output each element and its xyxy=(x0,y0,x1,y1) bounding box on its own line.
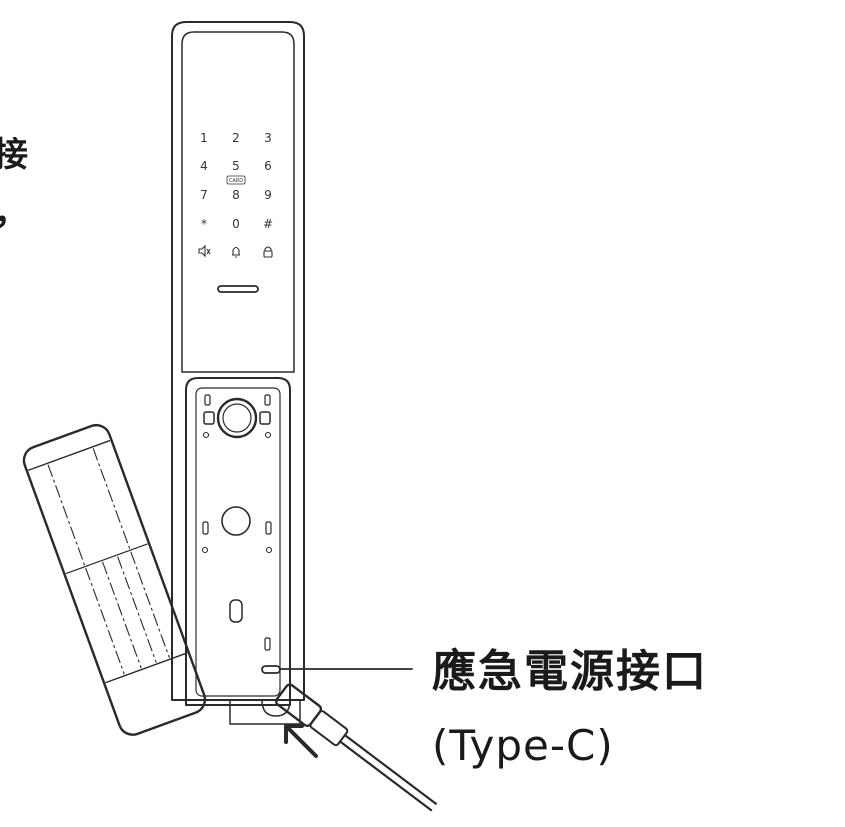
screw-slot xyxy=(204,394,211,406)
callout-title: 應急電源接口 xyxy=(432,646,708,697)
screw-hole xyxy=(264,431,272,439)
spindle-hole xyxy=(221,506,251,536)
keypad-key-star: * xyxy=(201,217,207,231)
keypad-key-4: 4 xyxy=(200,159,208,173)
insert-arrow-head xyxy=(284,724,304,744)
keypad-key-1: 1 xyxy=(200,131,208,145)
keypad-key-8: 8 xyxy=(232,188,240,202)
lock-body-outline xyxy=(171,21,305,701)
cropped-text-char: 接 xyxy=(0,135,28,175)
type-c-plug xyxy=(274,683,438,812)
screw-hole xyxy=(201,546,209,554)
lock-knob xyxy=(216,397,258,439)
mute-icon xyxy=(198,244,206,258)
lock-base xyxy=(229,699,301,725)
keypad-key-hash: # xyxy=(263,217,273,231)
keypad-key-6: 6 xyxy=(264,159,272,173)
back-plate xyxy=(185,377,291,706)
keypad-key-3: 3 xyxy=(264,131,272,145)
keypad-key-0: 0 xyxy=(232,217,240,231)
plate-bottom-cup xyxy=(261,699,291,717)
keypad-key-7: 7 xyxy=(200,188,208,202)
lock-knob-inner xyxy=(222,403,252,433)
type-c-port xyxy=(261,665,281,674)
fingerprint-slot xyxy=(217,285,259,293)
knob-bracket-right xyxy=(259,411,271,425)
mute-cross xyxy=(206,248,211,255)
screw-slot xyxy=(264,394,271,406)
lock-icon-body xyxy=(263,250,273,258)
lock-icon xyxy=(264,246,272,251)
keypad-key-5: 5 xyxy=(232,159,240,173)
keypad-key-9: 9 xyxy=(264,188,272,202)
card-label: CARD xyxy=(229,178,243,184)
card-reader-box xyxy=(226,175,246,185)
screw-hole xyxy=(202,431,210,439)
screw-slot xyxy=(202,521,209,535)
cropped-text-punct: ， xyxy=(0,196,28,230)
screw-slot xyxy=(265,521,272,535)
keypad-function-row xyxy=(198,244,273,258)
battery-pack xyxy=(22,423,207,736)
back-plate-inner xyxy=(195,387,281,697)
bell-icon xyxy=(232,246,240,258)
keypad-key-2: 2 xyxy=(232,131,240,145)
callout-subtitle: (Type-C) xyxy=(432,721,614,770)
battery-latch xyxy=(229,599,243,623)
insert-arrow-shaft xyxy=(286,726,318,758)
screw-hole xyxy=(265,546,273,554)
screw-slot xyxy=(264,637,271,651)
lock-face-panel xyxy=(181,31,295,373)
keypad: 1 2 3 4 5 6 7 8 9 * 0 # CARD xyxy=(200,131,273,231)
knob-bracket-left xyxy=(203,411,215,425)
